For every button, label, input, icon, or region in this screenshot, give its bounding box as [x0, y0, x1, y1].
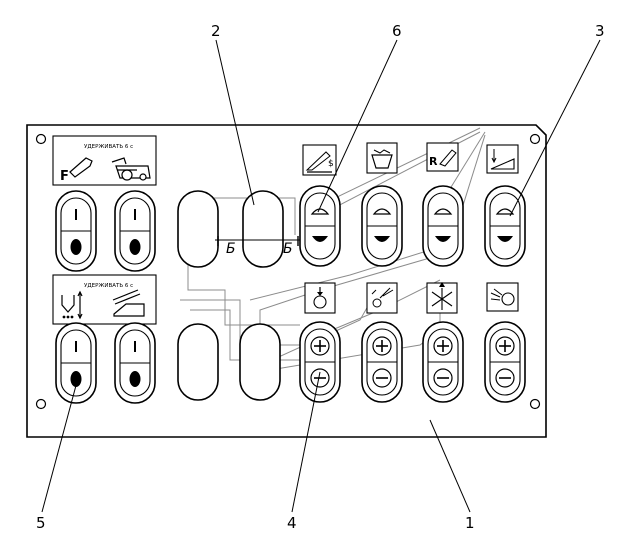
blank-switch-cover — [177, 190, 219, 268]
panel-outline — [26, 124, 547, 438]
reverse-switch[interactable] — [422, 185, 464, 267]
callout-5: 5 — [36, 514, 46, 532]
fan-speed-icon — [366, 282, 398, 314]
reel-height-icon — [486, 144, 519, 174]
harvester-icon — [111, 157, 151, 181]
leader-lines — [41, 39, 601, 513]
letter-f: F — [60, 169, 69, 184]
reel-speed-icon — [486, 282, 519, 312]
header-lift-switch[interactable] — [299, 185, 341, 267]
reverse-icon: R — [426, 142, 459, 172]
hold-label-text: УДЕРЖИВАТЬ 6 с — [84, 144, 133, 150]
mounting-hole — [529, 133, 541, 145]
hold-label-panel-top: УДЕРЖИВАТЬ 6 с F — [52, 135, 157, 186]
mounting-hole — [35, 133, 47, 145]
concave-switch[interactable] — [422, 321, 464, 403]
header-f-icon — [69, 157, 93, 178]
toggle-switch[interactable] — [114, 190, 156, 272]
rotor-speed-icon — [304, 282, 336, 314]
callout-2: 2 — [211, 22, 221, 40]
bin-cover-switch[interactable] — [361, 185, 403, 267]
rotor-speed-switch[interactable] — [299, 321, 341, 403]
svg-text:$: $ — [328, 159, 334, 169]
callout-6: 6 — [392, 22, 402, 40]
reel-speed-switch[interactable] — [484, 321, 526, 403]
hold-label-panel-bottom: УДЕРЖИВАТЬ 6 с — [52, 274, 157, 325]
auger-icon — [112, 289, 145, 317]
mounting-hole — [529, 398, 541, 410]
letter-r: R — [429, 155, 438, 168]
blank-switch-cover — [177, 323, 219, 401]
letter-b: Б — [283, 241, 293, 257]
b-marker: Б Б — [215, 236, 300, 257]
callout-3: 3 — [595, 22, 605, 40]
fan-speed-switch[interactable] — [361, 321, 403, 403]
callout-1: 1 — [465, 514, 475, 532]
mounting-hole — [35, 398, 47, 410]
toggle-switch[interactable] — [114, 322, 156, 404]
blank-switch-cover — [242, 190, 284, 268]
header-lift-icon: $ — [302, 144, 337, 176]
letter-b: Б — [226, 241, 236, 257]
concave-icon — [426, 282, 458, 314]
blank-switch-cover — [239, 323, 281, 401]
callout-4: 4 — [287, 514, 297, 532]
bin-unload-icon — [61, 290, 83, 320]
toggle-switch[interactable] — [55, 190, 97, 272]
bin-icon — [366, 142, 398, 174]
hold-label-text: УДЕРЖИВАТЬ 6 с — [84, 283, 133, 289]
toggle-switch[interactable] — [55, 322, 97, 404]
